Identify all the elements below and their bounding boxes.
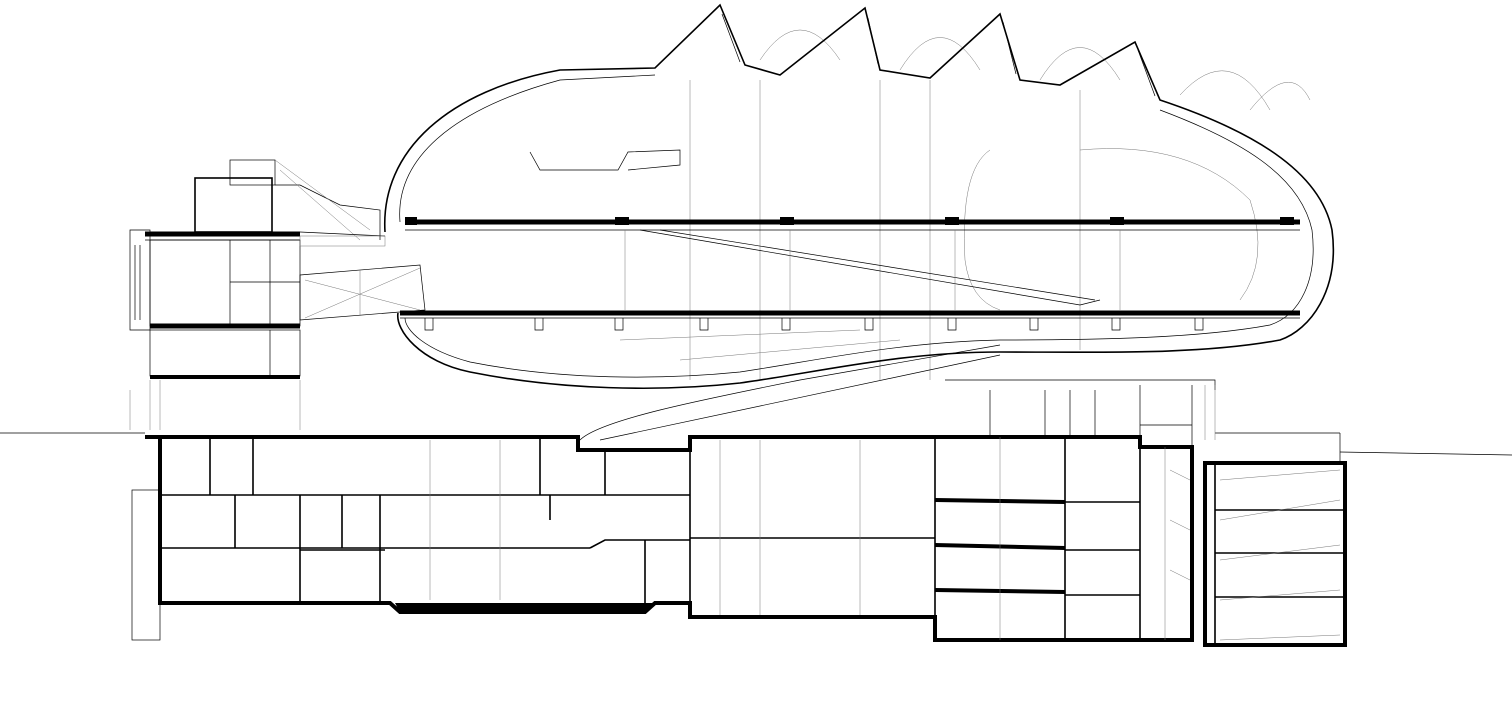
basement-section <box>131 385 1194 642</box>
ground-line <box>0 432 1512 465</box>
entrance-block <box>945 379 1216 440</box>
upper-floor-slab <box>405 217 1300 231</box>
interior-columns <box>624 230 1121 310</box>
roof-ribs-background <box>689 29 1311 380</box>
connecting-bridge <box>299 264 426 321</box>
left-annex <box>129 159 386 430</box>
shell-envelope <box>384 3 1335 389</box>
suspended-pod <box>529 149 681 171</box>
middle-floor-slab <box>400 310 1300 331</box>
parking-block <box>1203 461 1347 647</box>
escalator-ramps <box>579 229 1101 441</box>
